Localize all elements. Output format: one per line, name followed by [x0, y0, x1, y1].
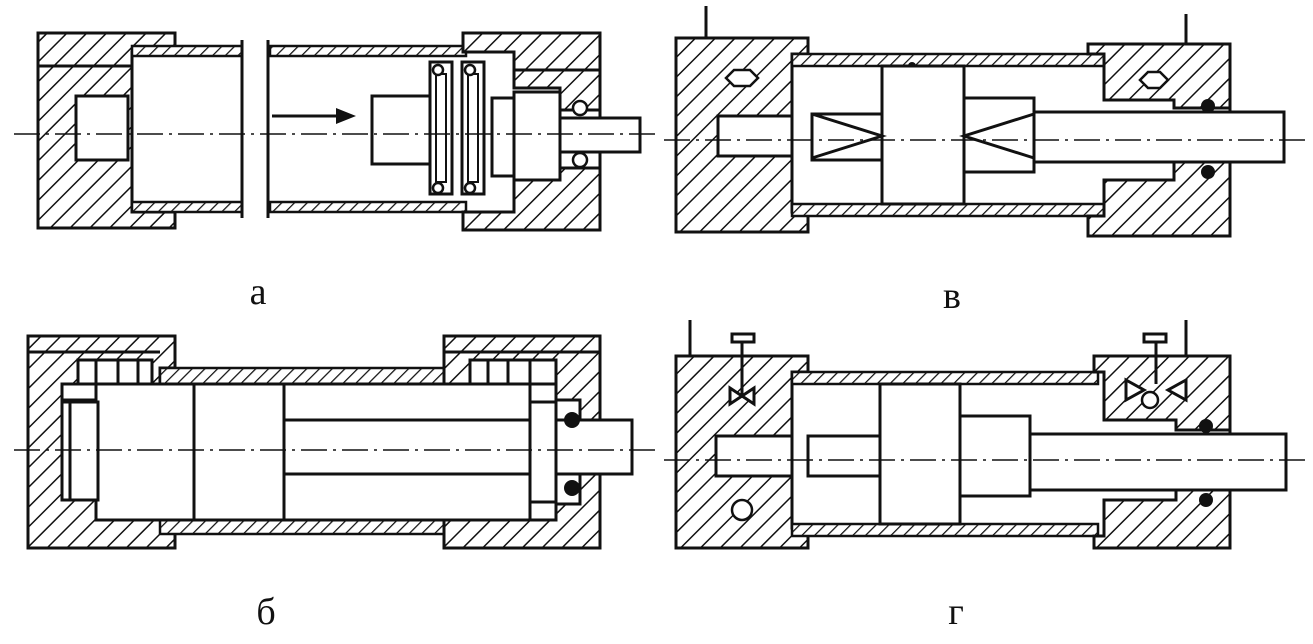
check-valve-ball [724, 68, 760, 88]
panel-label-a: а [250, 271, 267, 313]
piston [94, 382, 286, 522]
panel-label-g: г [948, 591, 964, 633]
barrel-bottom-wall [158, 518, 452, 536]
panel-b [14, 334, 660, 550]
throttle-valve [730, 332, 756, 344]
panel-v [664, 6, 1310, 238]
seal-ring-bottom [564, 480, 580, 496]
barrel-top-wall [790, 370, 1100, 386]
piston-rod [1028, 432, 1288, 492]
seal-ring-bottom [571, 151, 589, 169]
left-end-cap [36, 31, 177, 230]
barrel-top-wall [790, 52, 1106, 68]
barrel-bottom-wall [790, 202, 1106, 218]
left-end-cap [674, 36, 810, 234]
seal-ring-top [1201, 99, 1215, 113]
seal-ring-top [564, 412, 580, 428]
panel-a [14, 31, 660, 232]
seal-ring-top [571, 99, 589, 117]
barrel-bottom-wall [130, 200, 244, 214]
piston [370, 94, 436, 166]
panel-label-b: б [256, 591, 275, 633]
seal-ring-bottom [1201, 165, 1215, 179]
piston [878, 382, 962, 526]
piston-rod [1032, 110, 1286, 164]
seal-ring-top [1199, 419, 1213, 433]
seal-ring-bottom [1199, 493, 1213, 507]
panel-label-v: в [943, 275, 961, 317]
barrel-bottom-wall [790, 522, 1100, 538]
barrel-top-wall [158, 366, 452, 386]
barrel-top-wall [130, 44, 244, 58]
piston [880, 64, 966, 206]
panel-g [664, 320, 1310, 550]
